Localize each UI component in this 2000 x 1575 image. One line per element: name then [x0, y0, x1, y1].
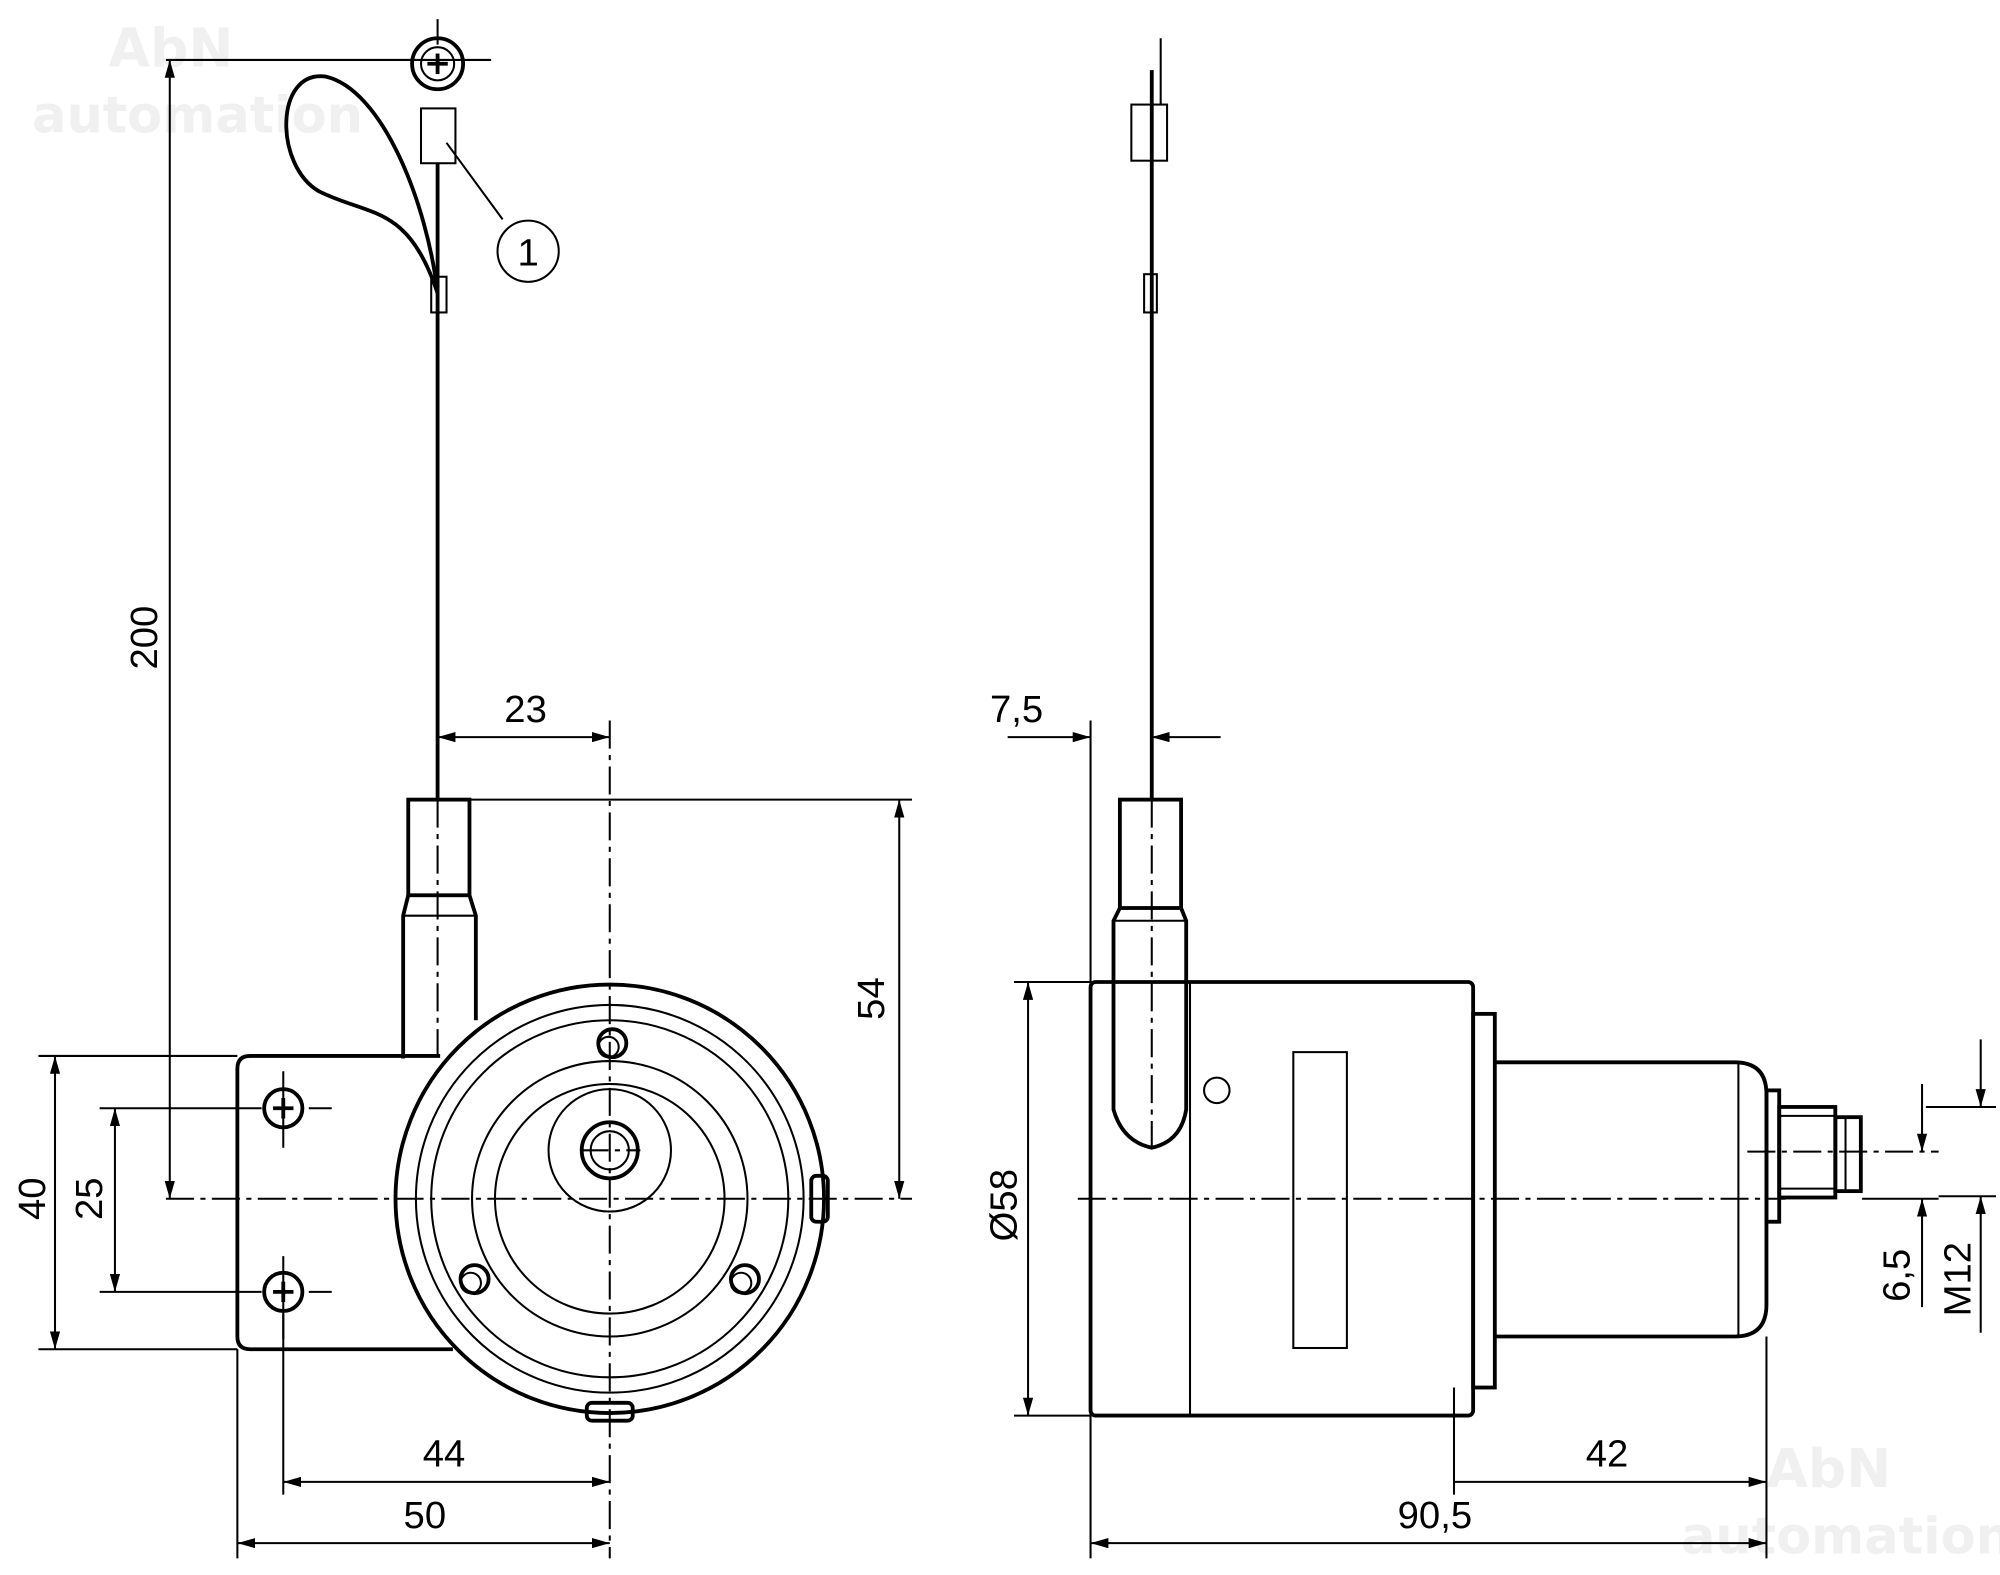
drawing-line	[596, 1027, 629, 1060]
dim-m12: M12	[1937, 1242, 1980, 1316]
watermark-top-left: AbN automation	[32, 16, 363, 145]
watermark-line2: automation	[32, 87, 363, 146]
dim-23: 23	[504, 688, 547, 731]
flange-plate	[235, 1054, 453, 1352]
drawing-line	[1833, 1115, 1863, 1194]
drawing-line	[1203, 1076, 1231, 1105]
drawing-line	[496, 219, 560, 283]
drawing-line	[430, 275, 448, 314]
dim-diameter-58: Ø58	[983, 1169, 1026, 1241]
side-view: 7,5 Ø58 6,5	[983, 38, 1997, 1559]
drawing-line	[729, 1271, 753, 1295]
encoder-face	[393, 982, 830, 1423]
drawing-line	[262, 1087, 305, 1130]
dim-54: 54	[850, 977, 893, 1020]
screw-top	[262, 1087, 332, 1130]
drawing-line	[401, 894, 478, 1059]
drawing-line	[406, 797, 472, 898]
drawing-line	[1143, 273, 1158, 314]
drawing-line	[597, 1035, 620, 1059]
drawing-line	[728, 1263, 761, 1296]
drawing-line	[1130, 103, 1169, 162]
watermark-line2: automation	[1681, 1507, 2000, 1566]
cable-loop	[284, 74, 440, 294]
watermark-line1: AbN	[109, 16, 234, 79]
front-view: 1 200 23 54	[11, 19, 913, 1559]
cable-connector-side	[1111, 797, 1189, 1150]
ring-terminal	[165, 19, 492, 165]
drawing-line	[1471, 1011, 1497, 1390]
callout-label: 1	[517, 231, 538, 274]
watermark-bottom-right: AbN automation	[1681, 1437, 2000, 1566]
screw-bottom	[262, 1270, 332, 1313]
drawing-line	[419, 46, 456, 82]
dim-50: 50	[404, 1494, 447, 1537]
dim-44: 44	[423, 1433, 466, 1476]
drawing-line	[262, 1270, 305, 1313]
dim-40: 40	[11, 1178, 54, 1221]
drawing-line	[1117, 797, 1184, 910]
dim-25: 25	[68, 1178, 111, 1221]
m12-connector	[1777, 1105, 1863, 1200]
cable-connector	[401, 797, 478, 1059]
drawing-line	[445, 142, 504, 220]
callout-1: 1	[445, 142, 560, 283]
watermark-line1: AbN	[1766, 1437, 1891, 1500]
drawing-line	[410, 36, 466, 92]
label-window	[1292, 1051, 1348, 1350]
drawing-line	[1111, 907, 1189, 1150]
drawing-line	[419, 107, 457, 165]
dim-6-5: 6,5	[1875, 1249, 1918, 1302]
drawing-line	[458, 1263, 491, 1296]
dim-200: 200	[123, 606, 166, 670]
dim-42: 42	[1586, 1433, 1629, 1476]
dim-90-5: 90,5	[1398, 1494, 1472, 1537]
drawing-line	[459, 1271, 482, 1295]
dim-7-5: 7,5	[990, 688, 1043, 731]
